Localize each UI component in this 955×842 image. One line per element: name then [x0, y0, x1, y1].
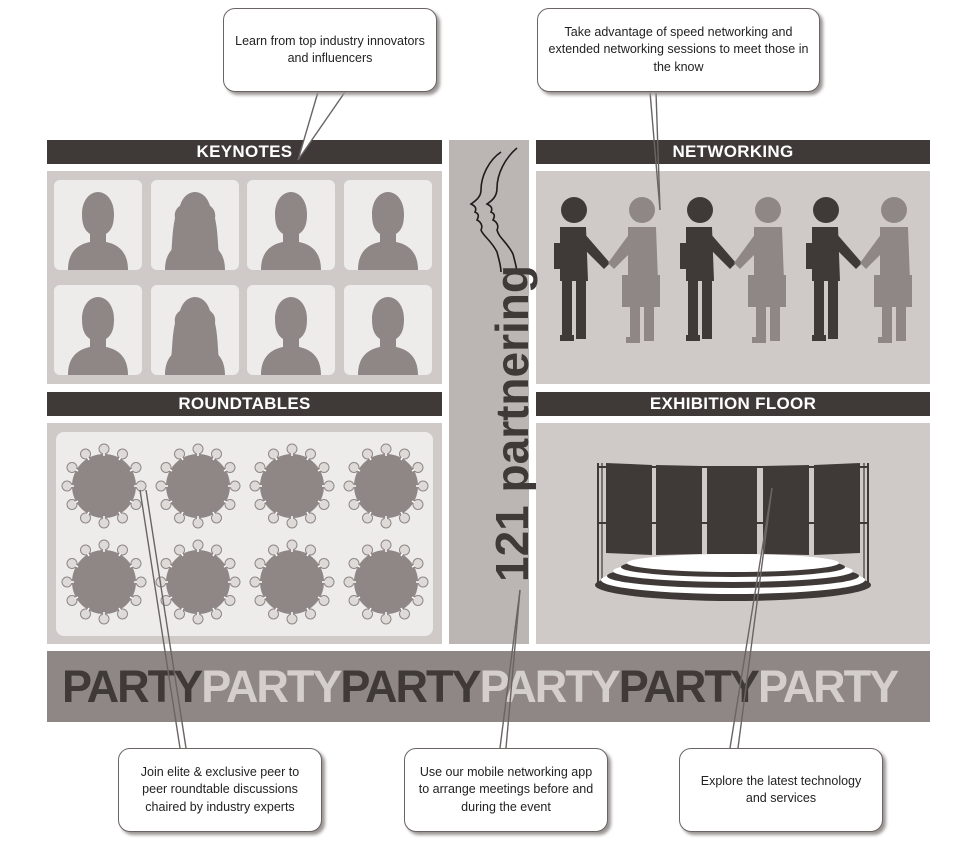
speaker-silhouette — [247, 285, 335, 375]
round-table — [249, 539, 335, 625]
party-word: PARTY — [618, 661, 760, 712]
exhibition-stage-illustration — [595, 463, 871, 601]
exhibition-header: EXHIBITION FLOOR — [536, 392, 930, 416]
round-table — [155, 539, 241, 625]
keynotes-header: KEYNOTES — [47, 140, 442, 164]
round-table — [343, 539, 429, 625]
speaker-silhouette — [247, 180, 335, 270]
app-callout: Use our mobile networking app to arrange… — [404, 748, 608, 832]
speaker-silhouette — [151, 285, 239, 375]
party-words: PARTYPARTYPARTYPARTYPARTYPARTY — [62, 659, 899, 714]
networking-callout: Take advantage of speed networking and e… — [537, 8, 820, 92]
faces-profile-icon — [469, 147, 518, 275]
party-band: PARTYPARTYPARTYPARTYPARTYPARTY — [47, 651, 930, 722]
roundtables-inner — [56, 432, 433, 636]
partnering-column: 121 partnering — [449, 140, 538, 644]
exhibition-callout: Explore the latest technology and servic… — [679, 748, 883, 832]
round-table — [61, 443, 147, 529]
keynotes-callout: Learn from top industry innovators and i… — [223, 8, 437, 92]
speaker-silhouette — [54, 285, 142, 375]
party-word: PARTY — [62, 661, 203, 712]
speaker-silhouette — [54, 180, 142, 270]
party-word: PARTY — [757, 661, 899, 712]
handshake-illustration — [554, 197, 912, 343]
speaker-silhouette — [151, 180, 239, 270]
exhibition-panel — [536, 423, 930, 644]
roundtable-illustration — [61, 443, 429, 625]
round-table — [249, 443, 335, 529]
partnering-label: 121 partnering — [486, 265, 538, 582]
round-table — [61, 539, 147, 625]
speaker-silhouette — [344, 285, 432, 375]
party-word: PARTY — [201, 661, 342, 712]
roundtables-header: ROUNDTABLES — [47, 392, 442, 416]
networking-panel — [536, 171, 930, 384]
handshake-pair — [554, 197, 660, 343]
handshake-pair — [806, 197, 912, 343]
round-table — [155, 443, 241, 529]
party-word: PARTY — [340, 661, 481, 712]
party-word: PARTY — [479, 661, 621, 712]
networking-header: NETWORKING — [536, 140, 930, 164]
keynotes-panel — [47, 171, 442, 384]
roundtables-panel — [47, 423, 442, 644]
roundtables-callout: Join elite & exclusive peer to peer roun… — [118, 748, 322, 832]
round-table — [343, 443, 429, 529]
handshake-pair — [680, 197, 786, 343]
speaker-silhouette — [344, 180, 432, 270]
